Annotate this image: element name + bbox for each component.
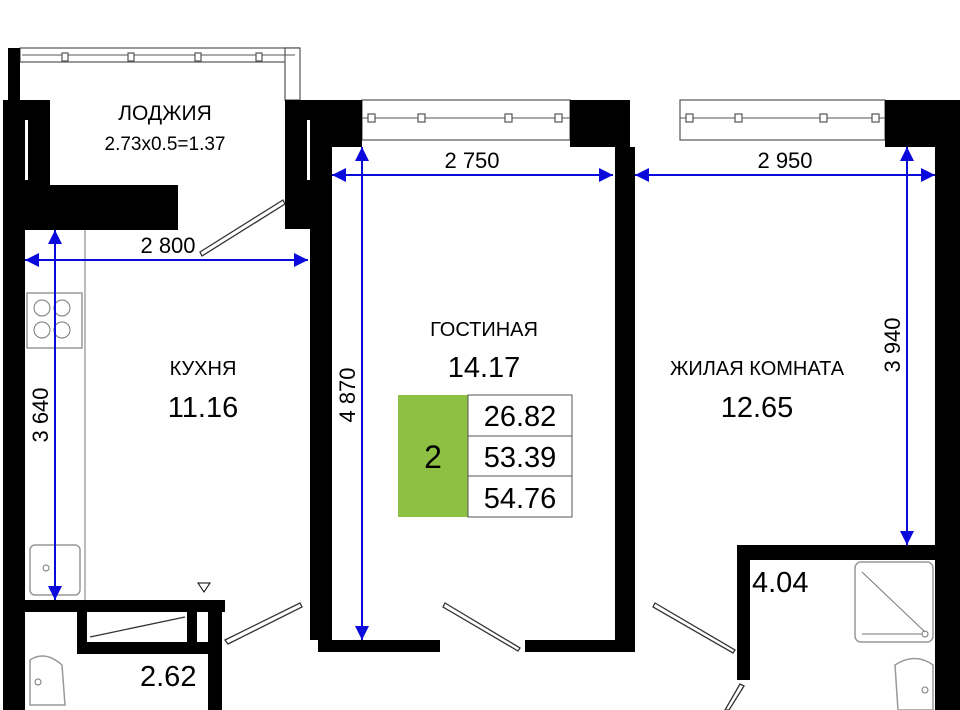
dim-kitchen-length: 3 640 [28, 387, 53, 442]
dim-living-length: 4 870 [335, 367, 360, 422]
dim-bedroom-length: 3 940 [880, 317, 905, 372]
dim-kitchen-width: 2 800 [140, 233, 195, 258]
living-window [361, 99, 571, 141]
kitchen-name: КУХНЯ [170, 358, 237, 380]
rooms-count-cell [398, 395, 468, 517]
bedroom-name: ЖИЛАЯ КОМНАТА [670, 358, 845, 380]
living-name: ГОСТИНАЯ [430, 319, 538, 341]
vent-icon [197, 582, 211, 593]
living-area-total: 26.82 [484, 401, 557, 433]
shower-icon [854, 561, 934, 643]
loggia-area: 2.73x0.5=1.37 [105, 134, 226, 155]
bathroom-area: 4.04 [752, 567, 808, 599]
wc-area: 2.62 [140, 661, 196, 693]
walls [3, 48, 960, 710]
kitchen-area: 11.16 [168, 392, 238, 424]
loggia-window [19, 47, 301, 101]
total-area: 53.39 [484, 442, 557, 474]
bedroom-window [679, 99, 886, 141]
toilet-icon [29, 655, 66, 706]
total-area-with-loggia: 54.76 [484, 483, 557, 515]
summary-table: 2 26.82 53.39 54.76 [398, 394, 573, 518]
loggia-name: ЛОДЖИЯ [118, 102, 212, 125]
dimension-lines [25, 147, 935, 640]
rooms-count: 2 [424, 439, 442, 475]
living-area: 14.17 [448, 352, 521, 384]
dim-living-width: 2 750 [444, 148, 499, 173]
bath-toilet-icon [894, 657, 934, 710]
bedroom-area: 12.65 [721, 392, 794, 424]
dim-bedroom-width: 2 950 [757, 148, 812, 173]
doors [89, 199, 745, 710]
